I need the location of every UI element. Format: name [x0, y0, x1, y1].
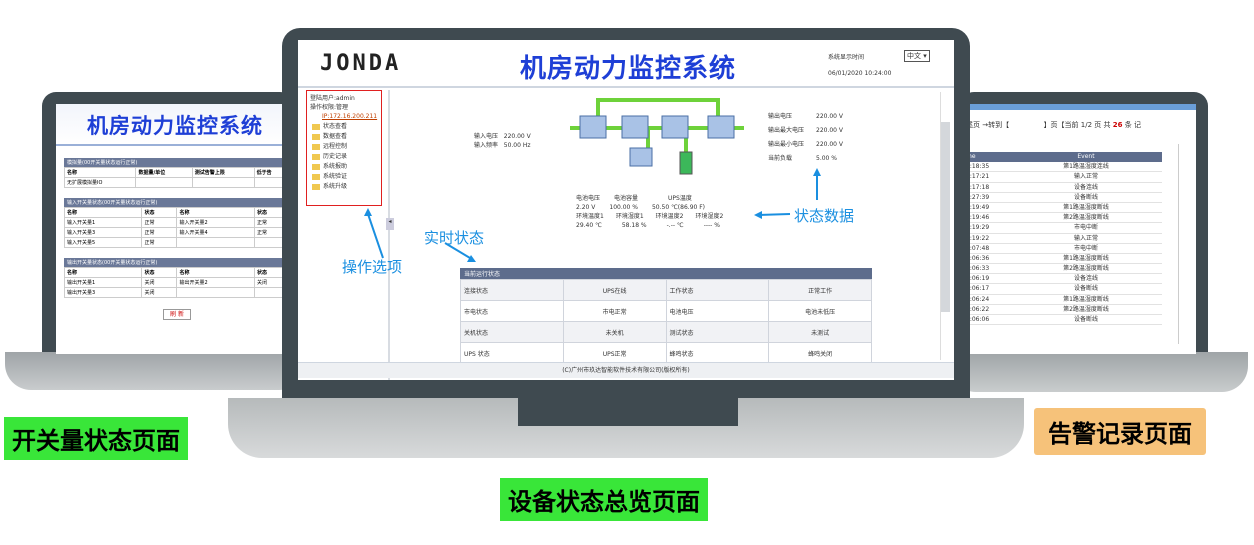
- left-title: 机房动力监控系统: [87, 113, 263, 138]
- scrollbar[interactable]: [940, 92, 950, 360]
- right-laptop-screen: 尾页 →转到【 】页【当前 1/2 页 共 26 条 记 me Event 9:…: [962, 104, 1196, 354]
- footer: (C)广州市玖达智能软件技术有限公司(版权所有): [298, 362, 954, 378]
- input-values: 输入电压 220.00 V 输入频率 50.00 Hz: [474, 133, 531, 149]
- left-sec3-header: 输出开关量状态(00开关量状态运行正常): [64, 258, 290, 267]
- table-row: 市电状态市电正常电池电压电池未低压: [460, 300, 872, 322]
- sidebar-item[interactable]: 历史记录: [312, 152, 378, 162]
- input-box-icon: [579, 115, 607, 139]
- sidebar-item[interactable]: 数据查看: [312, 132, 378, 142]
- collapse-toggle[interactable]: ◂: [386, 218, 394, 230]
- table-row: 无扩展模拟量IO: [63, 177, 137, 188]
- scrollbar[interactable]: [1178, 144, 1188, 344]
- folder-icon: [312, 173, 320, 180]
- folder-icon: [312, 183, 320, 190]
- status-header: 当前运行状态: [460, 268, 872, 279]
- folder-icon: [312, 163, 320, 170]
- system-time-label: 系统显示时间: [828, 54, 865, 61]
- center-laptop-neck: [518, 398, 738, 426]
- center-header: JONDA 机房动力监控系统 系统显示时间 06/01/2020 10:24:0…: [298, 40, 954, 88]
- annotation-statusdata: 状态数据: [794, 207, 855, 225]
- ups-diagram: [570, 98, 744, 175]
- folder-icon: [312, 143, 320, 150]
- annotation-realtime: 实时状态: [424, 229, 485, 247]
- label-right-page: 告警记录页面: [1034, 408, 1206, 455]
- sidebar-item[interactable]: 远程控制: [312, 142, 378, 152]
- left-laptop-base: [5, 352, 305, 390]
- folder-icon: [312, 123, 320, 130]
- sidebar-menu: 登陆用户:admin 操作权限:管理 IP:172.16.200.211 状态查…: [306, 90, 382, 206]
- label-center-page: 设备状态总览页面: [500, 478, 708, 521]
- last-page-link[interactable]: 尾页 →转到【: [966, 121, 1010, 129]
- folder-icon: [312, 153, 320, 160]
- right-laptop-base: [950, 352, 1248, 392]
- pager: 尾页 →转到【 】页【当前 1/2 页 共 26 条 记: [966, 121, 1141, 129]
- label-left-page: 开关量状态页面: [4, 417, 188, 460]
- battery-icon: [679, 151, 693, 175]
- sidebar-item[interactable]: 系统报助: [312, 162, 378, 172]
- annotation-ops: 操作选项: [342, 258, 403, 276]
- left-sec1-table: 名称数据量/单位测试告警上限低于告 无扩展模拟量IO: [63, 167, 291, 188]
- ip-link[interactable]: IP:172.16.200.211: [322, 113, 378, 120]
- logo: JONDA: [320, 51, 402, 76]
- center-laptop-screen: JONDA 机房动力监控系统 系统显示时间 06/01/2020 10:24:0…: [298, 40, 954, 380]
- sidebar-item[interactable]: 系统验证: [312, 172, 378, 182]
- inverter-icon: [661, 115, 689, 139]
- left-laptop-screen: 机房动力监控系统 模拟量(00开关量状态运行正常) 名称数据量/单位测试告警上限…: [56, 104, 294, 354]
- rectifier-icon: [621, 115, 649, 139]
- bypass-icon: [629, 147, 653, 167]
- left-sec2-header: 输入开关量状态(00开关量状态运行正常): [64, 198, 290, 207]
- user-label: 登陆用户:admin: [310, 95, 355, 102]
- output-box-icon: [707, 115, 735, 139]
- perm-label: 操作权限:管理: [310, 104, 349, 111]
- refresh-button[interactable]: 刷 新: [163, 309, 191, 320]
- language-select[interactable]: 中文 ▾: [904, 50, 930, 62]
- system-time: 06/01/2020 10:24:00: [828, 70, 892, 77]
- chevron-down-icon: ▾: [923, 52, 927, 60]
- left-sec1-header: 模拟量(00开关量状态运行正常): [64, 158, 290, 167]
- sidebar-item[interactable]: 系统升级: [312, 182, 378, 192]
- folder-icon: [312, 133, 320, 140]
- page-title: 机房动力监控系统: [520, 54, 737, 84]
- left-header: 机房动力监控系统: [56, 104, 294, 146]
- sidebar-item[interactable]: 状态查看: [312, 122, 378, 132]
